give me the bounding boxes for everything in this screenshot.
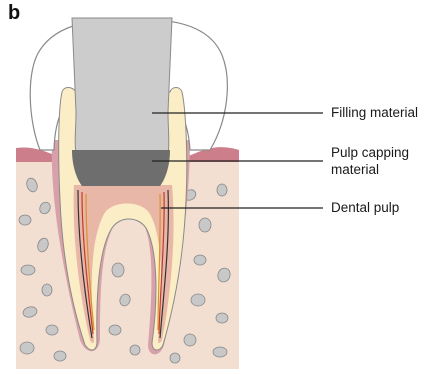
pulp-capping-material xyxy=(72,150,170,186)
panel-label: b xyxy=(8,2,20,25)
label-pulp-capping-line2: material xyxy=(331,161,379,178)
label-pulp-capping-line1: Pulp capping xyxy=(331,144,409,161)
label-filling-material: Filling material xyxy=(331,104,418,121)
label-dental-pulp: Dental pulp xyxy=(331,199,399,216)
filling-material xyxy=(72,18,172,152)
